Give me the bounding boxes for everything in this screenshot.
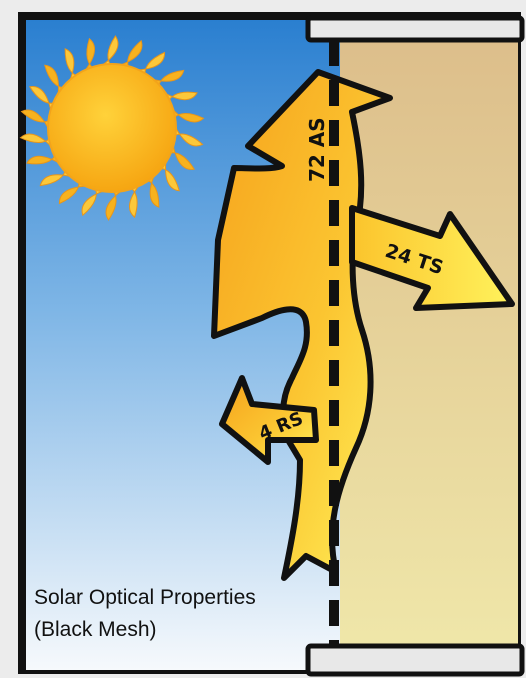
window-frame-bottom — [308, 646, 522, 674]
label-absorbed: 72 AS — [305, 117, 329, 182]
caption-line-2: (Black Mesh) — [34, 618, 157, 641]
caption-line-1: Solar Optical Properties — [34, 586, 256, 609]
window-frame-top — [308, 18, 522, 40]
